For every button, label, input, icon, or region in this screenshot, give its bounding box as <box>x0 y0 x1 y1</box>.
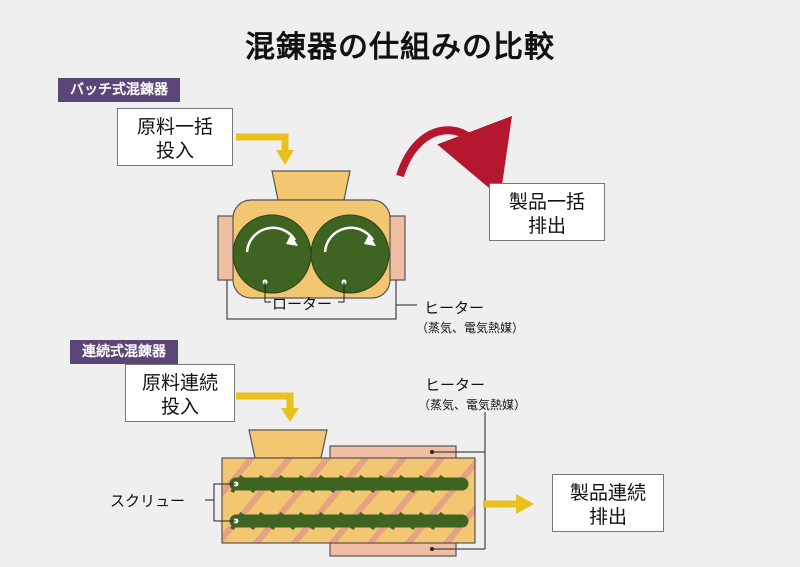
batch-output-arrow <box>396 115 512 198</box>
continuous-output-box: 製品連続 排出 <box>552 474 664 532</box>
batch-heater-label: ヒーター <box>424 299 485 317</box>
continuous-input-line1: 原料連続 <box>141 372 218 394</box>
continuous-input-arrow <box>236 392 294 410</box>
continuous-output-line1: 製品連続 <box>569 482 646 504</box>
batch-input-box: 原料一括 投入 <box>117 108 233 166</box>
continuous-input-box: 原料連続 投入 <box>125 364 235 422</box>
batch-heater-sub: （蒸気、電気熱媒） <box>416 321 525 335</box>
batch-input-arrow <box>236 133 289 152</box>
screw-label: スクリュー <box>110 492 186 510</box>
continuous-section-tag: 連続式混錬器 <box>70 340 178 364</box>
page-title: 混錬器の仕組みの比較 <box>245 30 555 65</box>
continuous-heater-label: ヒーター <box>425 376 486 394</box>
batch-output-line1: 製品一括 <box>508 191 585 213</box>
batch-input-line1: 原料一括 <box>136 116 213 138</box>
rotor-label: ローター <box>272 295 333 313</box>
continuous-output-line2: 排出 <box>588 506 627 528</box>
batch-output-box: 製品一括 排出 <box>489 183 605 241</box>
batch-section-tag: バッチ式混錬器 <box>58 78 180 102</box>
batch-input-line2: 投入 <box>155 140 194 162</box>
continuous-heater-sub: （蒸気、電気熱媒） <box>418 398 527 412</box>
continuous-input-line2: 投入 <box>160 396 199 418</box>
batch-hopper <box>271 170 351 201</box>
continuous-hopper <box>248 429 328 459</box>
continuous-barrel <box>221 457 476 544</box>
batch-output-line2: 排出 <box>527 215 566 237</box>
